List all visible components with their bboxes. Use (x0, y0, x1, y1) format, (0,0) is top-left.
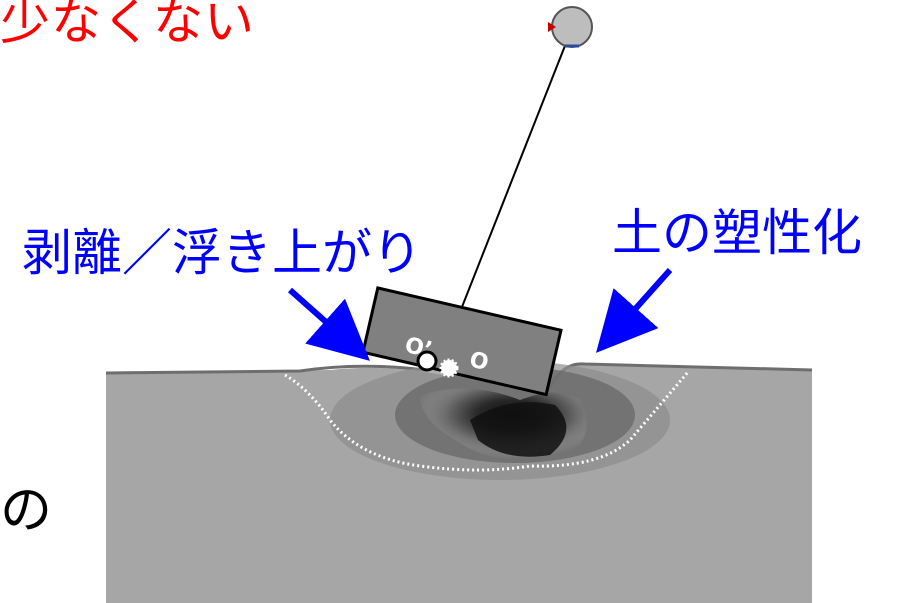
pendulum-rod (459, 27, 573, 313)
plastic-zone-dark (470, 402, 567, 457)
pendulum-mass (551, 6, 593, 48)
heading-fragment: 少なくない (0, 0, 255, 51)
original-center-point (439, 358, 459, 378)
separation-uplift-label: 剥離／浮き上がり (22, 224, 422, 282)
ground-surface-line (105, 364, 426, 375)
right-arrow (596, 268, 673, 353)
original-center-label: O (467, 347, 491, 376)
soil-plasticization-label: 土の塑性化 (612, 204, 862, 262)
rotated-center-point (416, 350, 438, 372)
plastic-zone-boundary (284, 371, 690, 472)
left-arrow (288, 287, 370, 361)
side-text-fragment: の (0, 481, 53, 541)
pendulum-marker-left (548, 22, 556, 32)
